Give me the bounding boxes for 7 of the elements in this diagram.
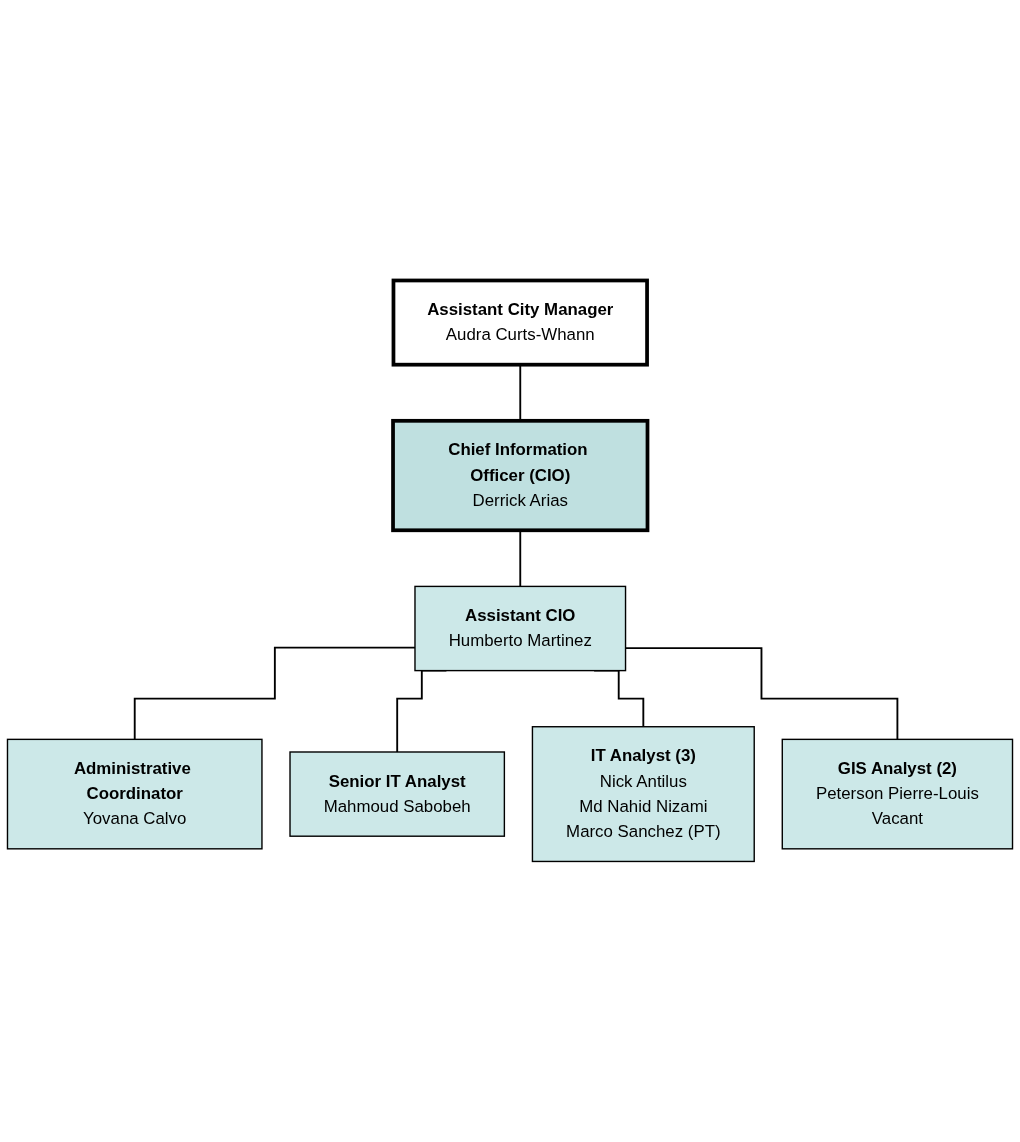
node-box: GIS Analyst (2) Peterson Pierre-Louis Vacant xyxy=(781,738,1014,850)
node-box: Chief Information Officer (CIO) Derrick Arias xyxy=(391,419,650,533)
node-box: Senior IT Analyst Mahmoud Sabobeh xyxy=(289,751,506,837)
node-box: Administrative Coordinator Yovana Calvo xyxy=(6,738,263,850)
node-box: Assistant City Manager Audra Curts-Whann xyxy=(391,278,649,367)
node-box: IT Analyst (3) Nick Antilus Md Nahid Nizami Marco Sanchez (PT) xyxy=(531,726,755,863)
node-box: Assistant CIO Humberto Martinez xyxy=(414,585,627,672)
